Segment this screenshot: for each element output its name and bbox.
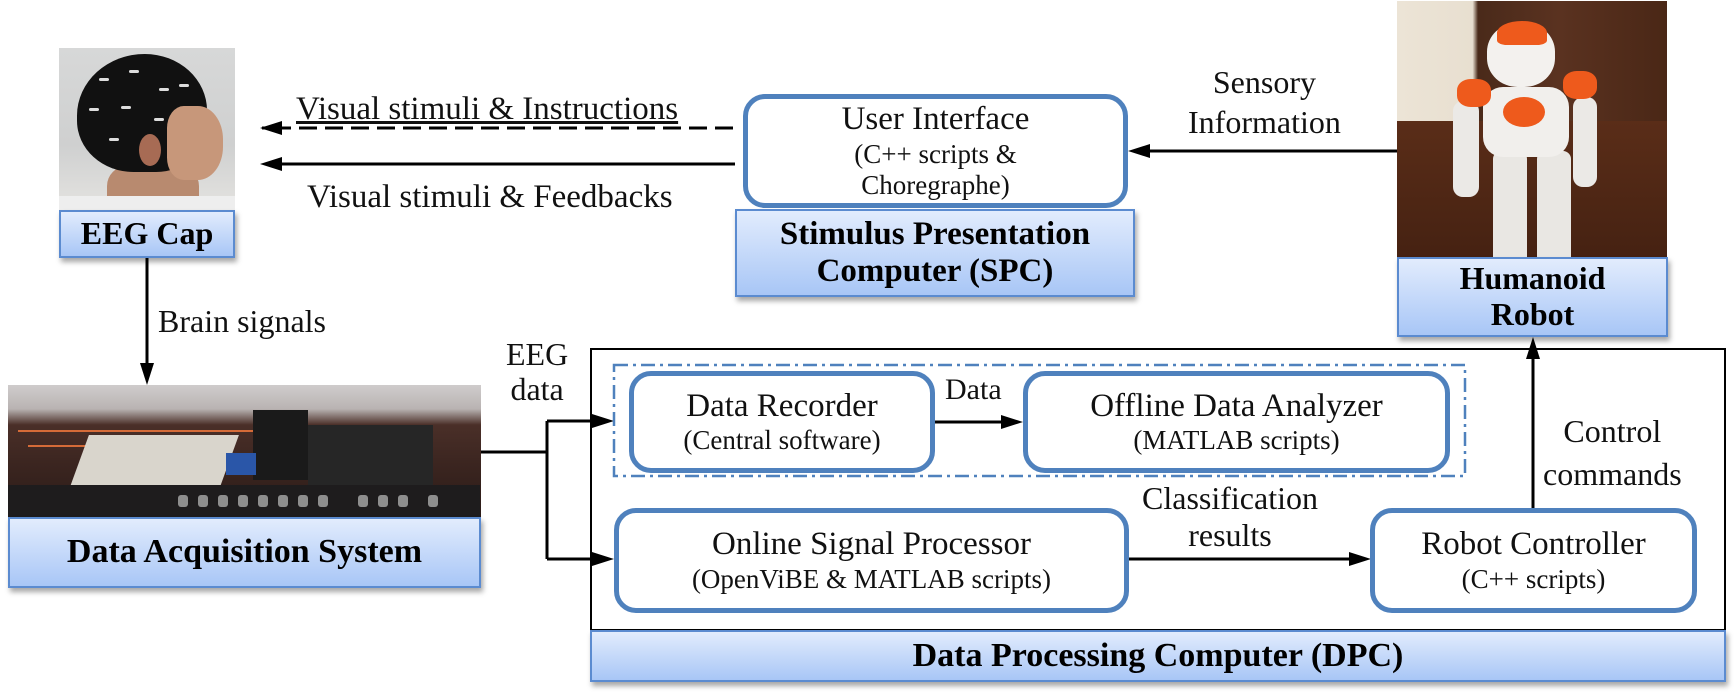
nao-robot-photo — [1397, 1, 1667, 257]
daq-hardware-photo — [8, 385, 481, 518]
offline-data-analyzer-box: Offline Data Analyzer (MATLAB scripts) — [1023, 371, 1450, 473]
arrowhead-brain-signals — [140, 363, 154, 385]
humanoid-robot-label: Humanoid Robot — [1397, 257, 1668, 337]
user-interface-box: User Interface (C++ scripts & Choregraph… — [743, 94, 1128, 208]
label-classification-results: Classification results — [1142, 480, 1318, 553]
label-control-commands: Control commands — [1543, 413, 1682, 493]
arrowhead-feedbacks — [260, 157, 282, 171]
daq-label: Data Acquisition System — [8, 517, 481, 588]
online-signal-processor-box: Online Signal Processor (OpenViBE & MATL… — [614, 508, 1129, 613]
dpc-label: Data Processing Computer (DPC) — [590, 630, 1726, 682]
robot-controller-box: Robot Controller (C++ scripts) — [1370, 508, 1697, 613]
spc-label: Stimulus Presentation Computer (SPC) — [735, 209, 1135, 297]
arrowhead-instructions — [260, 121, 282, 135]
label-visual-feedbacks: Visual stimuli & Feedbacks — [307, 179, 673, 215]
label-data: Data — [945, 373, 1002, 406]
eeg-cap-photo — [59, 48, 235, 210]
eeg-cap-label: EEG Cap — [59, 210, 235, 258]
label-eeg-data: EEG data — [506, 336, 569, 408]
label-visual-instructions: Visual stimuli & Instructions — [296, 91, 679, 127]
label-brain-signals: Brain signals — [158, 303, 326, 339]
label-sensory-information: Sensory Information — [1188, 64, 1341, 140]
user-interface-title: User Interface — [841, 100, 1030, 137]
data-recorder-box: Data Recorder (Central software) — [629, 371, 935, 473]
arrowhead-sensory — [1128, 144, 1150, 158]
